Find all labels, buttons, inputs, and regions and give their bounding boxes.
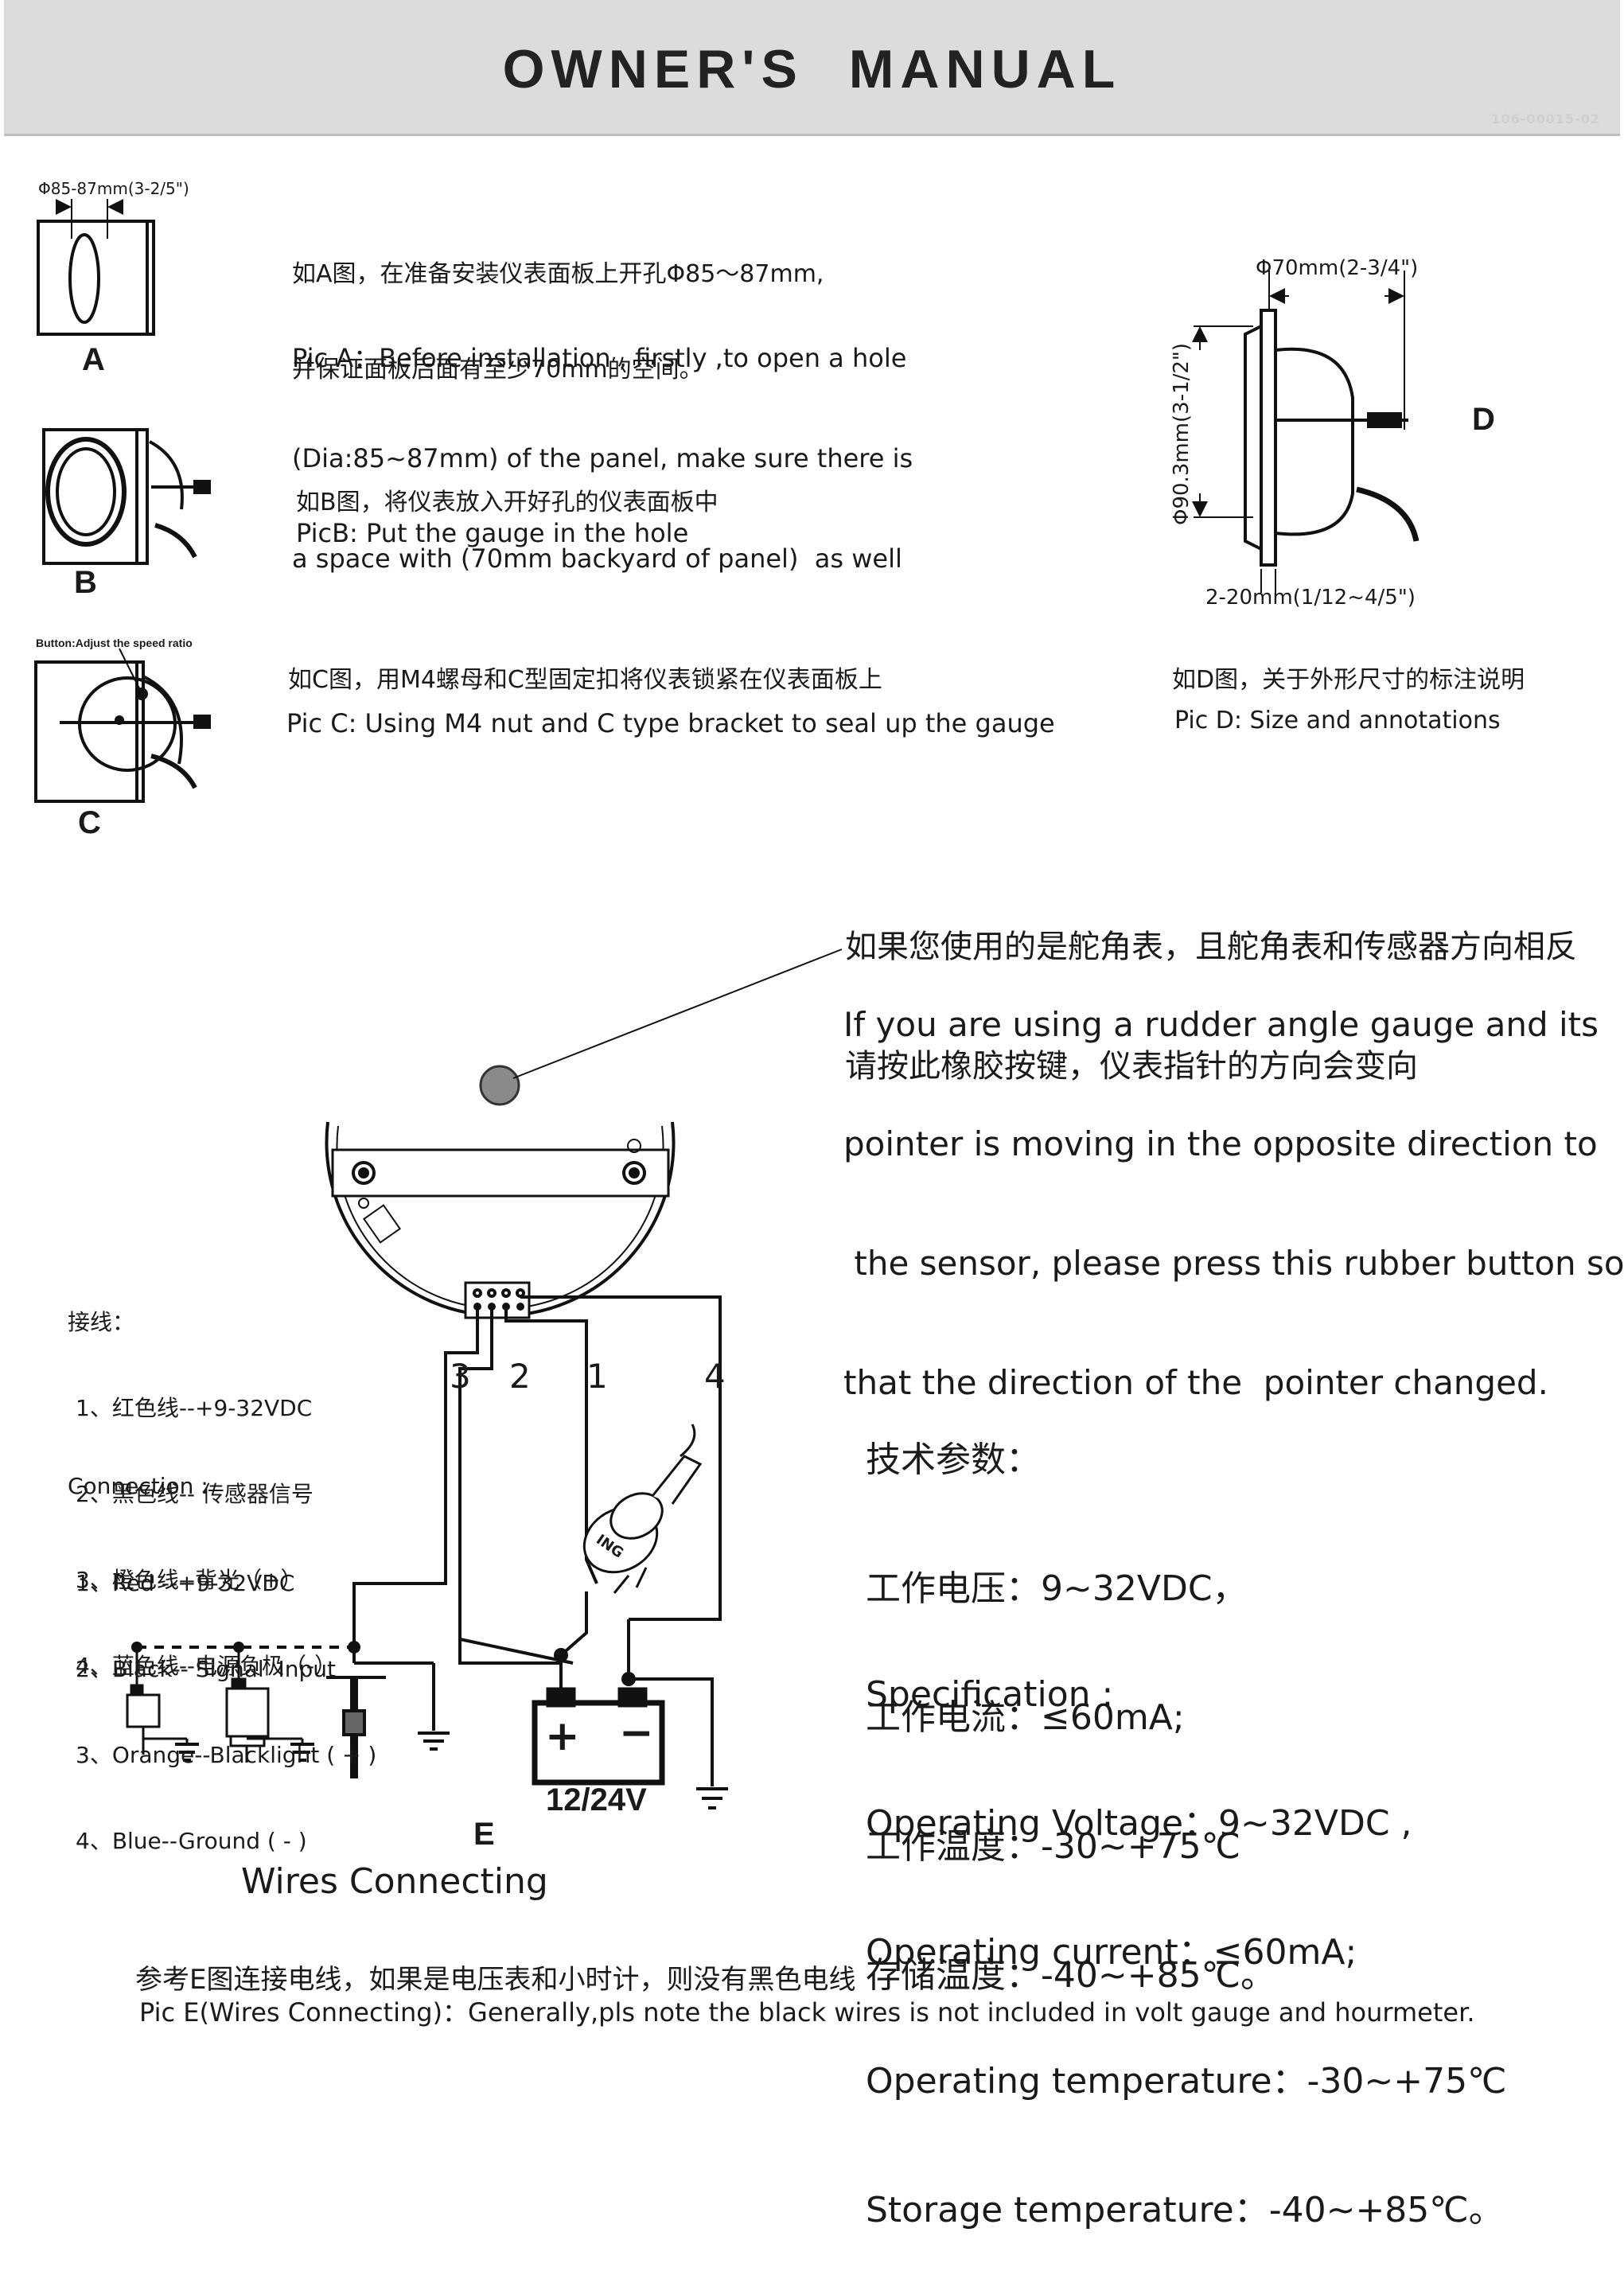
pic-c-drawing: [34, 648, 211, 803]
rudder-note-en: If you are using a rudder angle gauge an…: [843, 1005, 1624, 1402]
pic-a-zh-text: 如A图，在准备安装仪表面板上开孔Φ85～87mm, 并保证面板后面有至少70mm…: [292, 260, 824, 384]
pic-d-dim-bottom: 2-20mm(1/12~4/5"): [1205, 586, 1416, 610]
pic-d-dim-side: Φ90.3mm(3-1/2"): [1170, 342, 1194, 525]
pic-a-label: A: [82, 342, 105, 377]
pic-a-en-text: Pic A：Before installation , firstly ,to …: [292, 343, 913, 574]
rubber-button-icon: [479, 1065, 520, 1106]
battery-minus-sign: −: [619, 1709, 654, 1757]
wire-number-4: 4: [704, 1357, 726, 1396]
junction-dots: [131, 1641, 636, 1686]
gauge-back-drawing: [325, 1121, 676, 1319]
pic-d-label: D: [1472, 402, 1495, 437]
battery-icon: [532, 1687, 665, 1786]
pic-a-dim-label: Φ85-87mm(3-2/5"): [38, 179, 189, 198]
page-title: OWNER'S MANUAL: [502, 39, 1122, 99]
pic-b-zh-text: 如B图，将仪表放入开好孔的仪表面板中: [296, 489, 719, 516]
wiring-lines: [137, 1295, 722, 1786]
pic-c-label: C: [78, 805, 101, 840]
ignition-switch-icon: [582, 1424, 703, 1594]
pic-b-drawing: [42, 428, 211, 565]
pic-d-en-text: Pic D: Size and annotations: [1174, 707, 1501, 734]
pic-d-zh-text: 如D图，关于外形尺寸的标注说明: [1172, 666, 1525, 694]
battery-plus-sign: +: [545, 1712, 580, 1760]
float-sensor-drawing: [326, 1676, 386, 1778]
pic-c-button-label: Button:Adjust the speed ratio: [36, 637, 193, 649]
footer-zh: 参考E图连接电线，如果是电压表和小时计，则没有黑色电线: [135, 1964, 856, 1996]
pic-d-drawing: [1192, 271, 1420, 593]
pic-e-caption: Wires Connecting: [241, 1861, 548, 1902]
pic-d-dim-top: Φ70mm(2-3/4"): [1256, 256, 1419, 280]
illustrations: [34, 199, 1420, 1809]
sensors-drawing: [126, 1647, 304, 1763]
wire-number-3: 3: [450, 1357, 471, 1396]
pic-c-en-text: Pic C: Using M4 nut and C type bracket t…: [286, 708, 1055, 738]
wiring-list-zh: 接线： 1、红色线--+9-32VDC 2、黑色线-- 传感器信号 3、橙色线-…: [68, 1309, 337, 1679]
header-bar: [4, 0, 1620, 136]
spec-zh: 技术参数： 工作电压：9~32VDC， 工作电流：≤60mA; 工作温度：-30…: [866, 1439, 1276, 1996]
spec-en: Specification : Operating Voltage：9~32VD…: [866, 1674, 1507, 2230]
battery-voltage-label: 12/24V: [546, 1782, 647, 1817]
rudder-note-zh: 如果您使用的是舵角表，且舵角表和传感器方向相反 请按此橡胶按键，仪表指针的方向会…: [845, 929, 1577, 1085]
pic-e-label: E: [473, 1817, 495, 1852]
wire-number-1: 1: [586, 1357, 608, 1396]
pic-b-label: B: [74, 565, 97, 600]
pic-c-zh-text: 如C图，用M4螺母和C型固定扣将仪表锁紧在仪表面板上: [288, 666, 882, 694]
pic-b-en-text: PicB: Put the gauge in the hole: [296, 518, 689, 548]
footer-en: Pic E(Wires Connecting)：Generally,pls no…: [139, 1997, 1475, 2028]
document-number: 106-00015-02: [1491, 111, 1600, 127]
wire-number-2: 2: [509, 1357, 531, 1396]
pic-a-drawing: [37, 199, 155, 336]
wiring-list-en: Connection : 1、Red --+9-32VDC 2、Black-- …: [68, 1473, 377, 1854]
